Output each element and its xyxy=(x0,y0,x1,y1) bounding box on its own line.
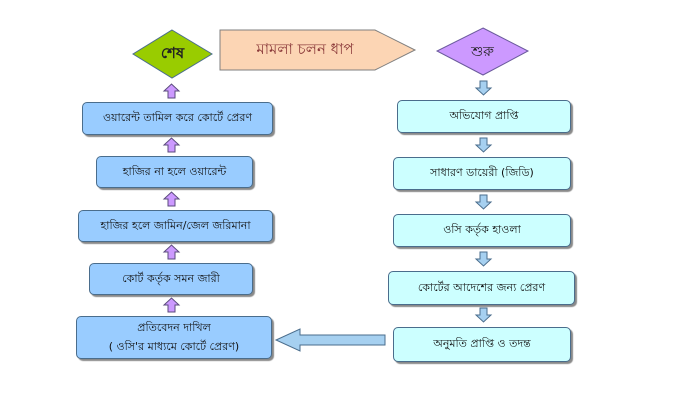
step-present-bail: হাজির হলে জামিন/জেল জরিমানা xyxy=(78,210,273,242)
step-absent-warrant: হাজির না হলে ওয়ারেন্ট xyxy=(96,156,253,188)
title-pentagon xyxy=(219,29,417,71)
step-text: ওসি কর্তৃক হাওলা xyxy=(443,223,521,236)
end-diamond xyxy=(132,29,213,79)
step-text: ওয়ারেন্ট তামিল করে কোর্টে প্রেরণ xyxy=(102,111,253,124)
step-text: সাধারণ ডায়েরী (জিডি) xyxy=(430,166,534,179)
down-arrows xyxy=(474,80,493,323)
step-text: ( ওসি'র মাধ্যমে কোর্টে প্রেরণ) xyxy=(108,339,240,353)
step-oc-handover: ওসি কর্তৃক হাওলা xyxy=(393,214,571,247)
step-general-diary: সাধারণ ডায়েরী (জিডি) xyxy=(393,157,571,190)
title-label: মামলা চলন ধাপ xyxy=(256,39,354,58)
up-arrow-icon xyxy=(162,297,181,313)
left-arrow-icon xyxy=(274,328,386,352)
up-arrow-icon xyxy=(162,191,181,207)
down-arrow-icon xyxy=(474,251,493,267)
step-text: কোর্টের আদেশের জন্য প্রেরণ xyxy=(417,280,546,294)
step-court-summons: কোর্ট কর্তৃক সমন জারী xyxy=(89,263,253,295)
step-text: প্রতিবেদন দাখিল xyxy=(137,320,211,334)
step-text: অভিযোগ প্রাপ্তি xyxy=(449,109,519,122)
up-arrow-icon xyxy=(162,137,181,153)
up-arrow-icon xyxy=(162,244,181,260)
step-sent-for-court-order: কোর্টের আদেশের জন্য প্রেরণ xyxy=(388,271,575,305)
down-arrow-icon xyxy=(474,80,493,96)
step-text: হাজির হলে জামিন/জেল জরিমানা xyxy=(100,218,251,232)
step-report-submission: প্রতিবেদন দাখিল ( ওসি'র মাধ্যমে কোর্টে প… xyxy=(76,316,272,359)
up-arrows xyxy=(162,83,181,313)
end-label: শেষ xyxy=(160,43,185,62)
step-text: অনুমতি প্রাপ্তি ও তদন্ত xyxy=(433,337,531,350)
step-warrant-executed: ওয়ারেন্ট তামিল করে কোর্টে প্রেরণ xyxy=(82,102,273,135)
up-arrow-icon xyxy=(162,83,181,99)
step-complaint-received: অভিযোগ প্রাপ্তি xyxy=(397,100,571,133)
step-text: হাজির না হলে ওয়ারেন্ট xyxy=(122,164,227,178)
step-permission-investigation: অনুমতি প্রাপ্তি ও তদন্ত xyxy=(393,327,571,362)
step-text: কোর্ট কর্তৃক সমন জারী xyxy=(122,271,220,285)
start-diamond xyxy=(435,27,530,76)
down-arrow-icon xyxy=(474,137,493,153)
start-label: শুরু xyxy=(471,43,494,60)
down-arrow-icon xyxy=(474,194,493,210)
down-arrow-icon xyxy=(474,307,493,323)
